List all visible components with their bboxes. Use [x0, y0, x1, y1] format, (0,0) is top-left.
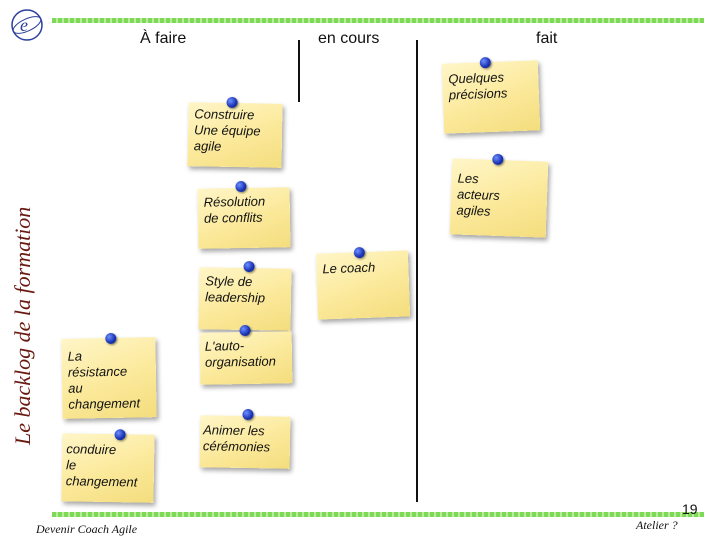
- sticky-note-resolution[interactable]: Résolution de conflits: [197, 180, 291, 249]
- sticky-note-label: Construire Une équipe agile: [193, 106, 261, 154]
- sticky-note-label: Résolution de conflits: [203, 193, 266, 226]
- pushpin-icon: [492, 153, 504, 166]
- sticky-note-coach[interactable]: Le coach: [315, 246, 411, 320]
- footer-course-title: Devenir Coach Agile: [36, 522, 138, 536]
- pushpin-icon: [353, 246, 366, 259]
- page-title: Le backlog de la formation: [10, 206, 35, 445]
- footer-session-label: Atelier ?: [636, 518, 678, 532]
- pushpin-icon: [242, 408, 254, 421]
- sticky-note-label: Style de leadership: [204, 273, 266, 306]
- sticky-note-quelques[interactable]: Quelques précisions: [441, 56, 541, 134]
- sticky-note-label: Animer les cérémonies: [202, 422, 271, 455]
- pushpin-icon: [105, 332, 117, 345]
- column-header-done: fait: [536, 30, 558, 47]
- bottom-accent-bar: [52, 512, 704, 517]
- top-accent-bar: [52, 18, 704, 23]
- sticky-note-label: L'auto- organisation: [204, 338, 277, 370]
- sticky-note-style[interactable]: Style de leadership: [198, 260, 292, 331]
- column-divider-1: [298, 40, 300, 102]
- page-number: 19: [682, 501, 698, 517]
- sticky-note-label: Les acteurs agiles: [456, 170, 500, 219]
- sticky-note-resistance[interactable]: La résistance au changement: [61, 332, 157, 419]
- e-logo-icon: e: [10, 8, 44, 42]
- svg-text:e: e: [20, 15, 28, 35]
- column-header-todo: À faire: [140, 30, 187, 47]
- pushpin-icon: [239, 324, 251, 337]
- sticky-note-label: Quelques précisions: [448, 69, 508, 103]
- pushpin-icon: [114, 429, 126, 441]
- sticky-note-label: Le coach: [322, 259, 376, 277]
- sticky-note-ceremonies[interactable]: Animer les cérémonies: [199, 408, 291, 469]
- sticky-note-label: conduire le changement: [65, 441, 138, 490]
- column-divider-2: [416, 40, 418, 502]
- sticky-note-construire[interactable]: Construire Une équipe agile: [187, 96, 283, 168]
- pushpin-icon: [479, 56, 491, 69]
- sticky-note-conduire[interactable]: conduire le changement: [61, 429, 155, 503]
- pushpin-icon: [235, 180, 247, 193]
- column-header-in-progress: en cours: [318, 30, 380, 47]
- pushpin-icon: [243, 260, 255, 273]
- sticky-note-acteurs[interactable]: Les acteurs agiles: [449, 153, 549, 238]
- sticky-note-auto-organisation[interactable]: L'auto- organisation: [199, 324, 293, 385]
- sticky-note-label: La résistance au changement: [67, 348, 141, 412]
